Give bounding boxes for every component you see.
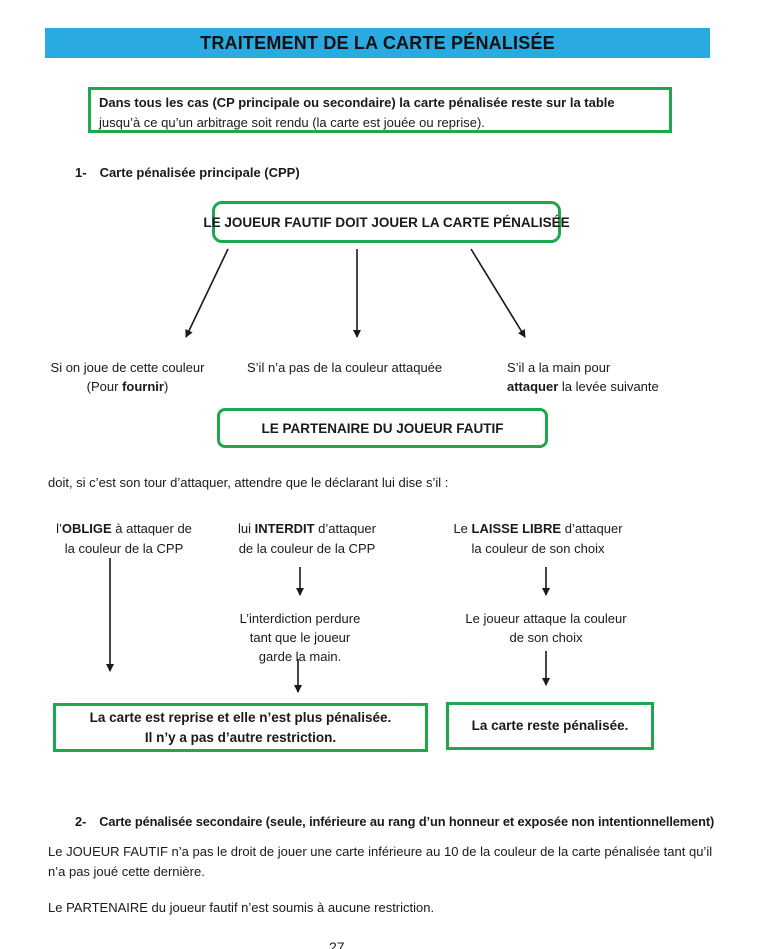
intro-line1: Dans tous les cas (CP principale ou seco…	[99, 95, 615, 110]
partner-box: LE PARTENAIRE DU JOUEUR FAUTIF	[217, 408, 548, 448]
section1-heading: 1- Carte pénalisée principale (CPP)	[75, 163, 300, 182]
section2-heading: 2- Carte pénalisée secondaire (seule, in…	[75, 812, 714, 831]
option-interdit: lui INTERDIT d’attaquer de la couleur de…	[237, 521, 376, 556]
libre-note: Le joueur attaque la couleur de son choi…	[465, 611, 627, 645]
branch-follow-suit: Si on joue de cette couleur (Pour fourni…	[50, 360, 205, 394]
arrow-branch-right	[470, 248, 526, 338]
option-libre: Le LAISSE LIBRE d’attaquer la couleur de…	[453, 521, 623, 556]
arrow-branch-left	[185, 248, 229, 338]
partner-note: doit, si c’est son tour d’attaquer, atte…	[48, 475, 449, 490]
page-title: TRAITEMENT DE LA CARTE PÉNALISÉE	[45, 28, 710, 58]
section1-number: 1-	[75, 165, 87, 180]
section1-title: Carte pénalisée principale (CPP)	[99, 165, 300, 180]
interdit-note: L’interdiction perdure tant que le joueu…	[239, 611, 361, 664]
section2-paragraph2: Le PARTENAIRE du joueur fautif n’est sou…	[48, 900, 435, 915]
branch-void-suit: S’il n’a pas de la couleur attaquée	[247, 360, 443, 375]
result-box-reprise: La carte est reprise et elle n’est plus …	[53, 703, 428, 752]
page-number: 27	[329, 939, 345, 949]
branch-on-lead: S’il a la main pour attaquer la levée su…	[507, 360, 659, 394]
result-box-penalisee: La carte reste pénalisée.	[446, 702, 654, 750]
faulty-player-box: LE JOUEUR FAUTIF DOIT JOUER LA CARTE PÉN…	[203, 201, 570, 243]
section2-title: Carte pénalisée secondaire (seule, infér…	[99, 814, 715, 829]
section2-number: 2-	[75, 814, 87, 829]
option-oblige: l’OBLIGE à attaquer de la couleur de la …	[56, 521, 192, 556]
intro-note-box: Dans tous les cas (CP principale ou seco…	[88, 87, 672, 133]
intro-line2: jusqu’à ce qu’un arbitrage soit rendu (l…	[99, 115, 485, 130]
section2-paragraph1: Le JOUEUR FAUTIF n’a pas le droit de jou…	[48, 844, 713, 879]
